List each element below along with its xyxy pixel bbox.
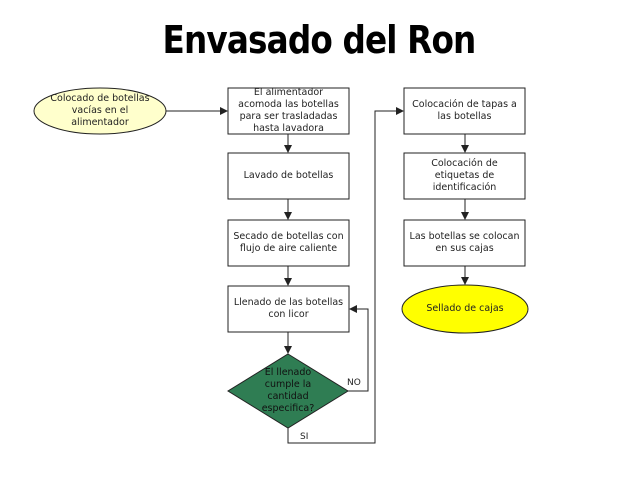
fill-node-text: Llenado de las botellas con licor bbox=[233, 297, 344, 320]
start-node-text: Colocado de botellas vacías en el alimen… bbox=[50, 93, 150, 128]
arrow-decision-yes-to-caps bbox=[287, 107, 404, 444]
dry-box bbox=[227, 219, 350, 267]
decision-node-text: El llenado cumple la cantidad especifica… bbox=[262, 367, 315, 414]
fill-box bbox=[227, 285, 350, 333]
caps-node-text: Colocación de tapas a las botellas bbox=[412, 99, 517, 122]
labels-node-text: Colocación de etiquetas de identificació… bbox=[431, 158, 498, 193]
arrow-decision-no-loop bbox=[348, 305, 369, 392]
wash-node-text: Lavado de botellas bbox=[243, 170, 334, 181]
diagram-title: Envasado del Ron bbox=[162, 18, 477, 62]
dry-node-text: Secado de botellas con flujo de aire cal… bbox=[233, 231, 344, 254]
wash-box bbox=[227, 152, 350, 200]
feeder-node-text: El alimentador acomoda las botellas para… bbox=[238, 87, 339, 134]
edge-label-no: NO bbox=[347, 378, 361, 388]
labels-box bbox=[403, 152, 526, 200]
boxing-node-text: Las botellas se colocan en sus cajas bbox=[409, 231, 520, 254]
seal-node-text: Sellado de cajas bbox=[426, 303, 504, 314]
seal-ellipse bbox=[401, 284, 529, 334]
edge-label-yes: SI bbox=[300, 432, 309, 442]
